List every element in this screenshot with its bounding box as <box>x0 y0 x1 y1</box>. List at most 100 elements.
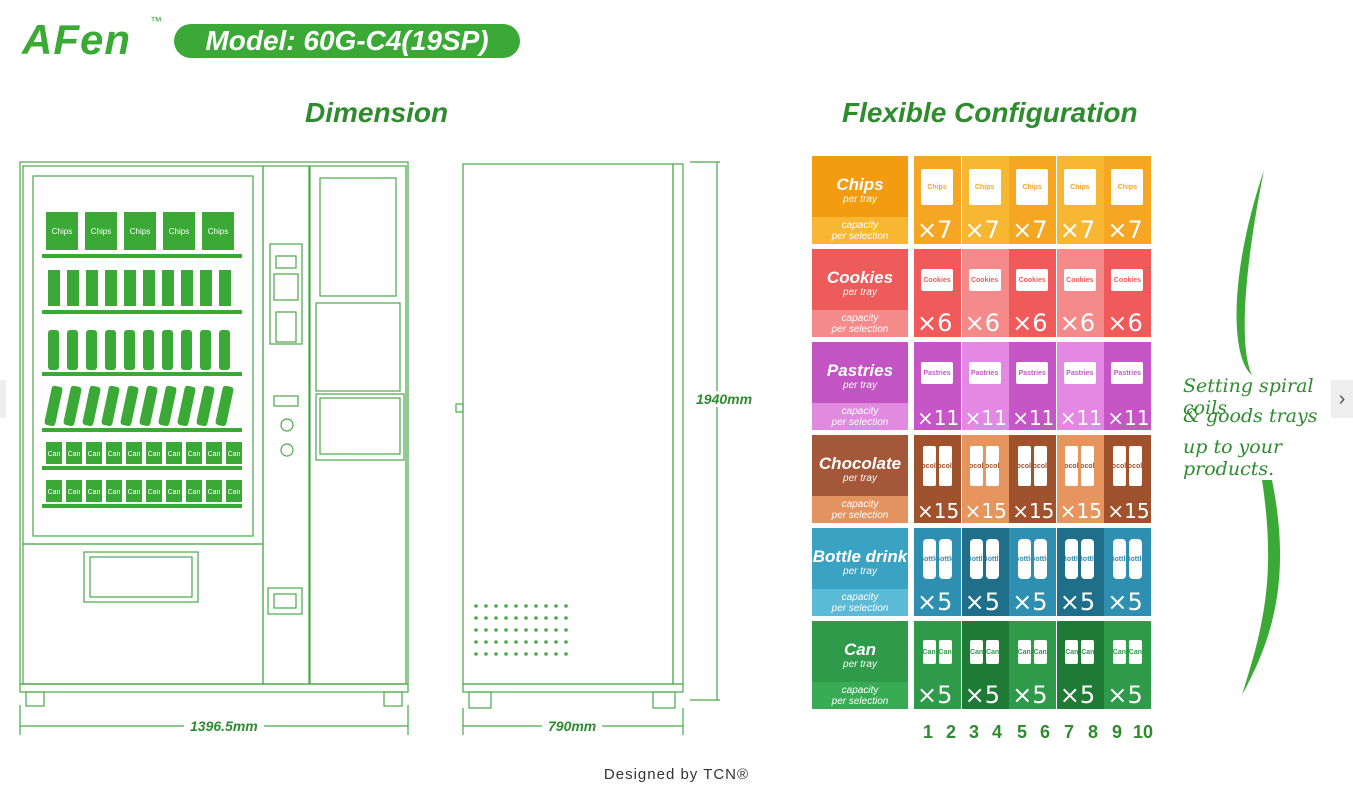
row-per-tray: per tray <box>843 566 877 577</box>
column-number: 4 <box>991 722 1002 742</box>
config-cell: Chips×7 <box>1009 156 1057 244</box>
config-cell: Pastries×11 <box>1056 342 1104 430</box>
product-glyph: Bottle <box>938 539 952 579</box>
capacity-multiplier: ×11 <box>1107 406 1150 430</box>
product-glyph: Cookies <box>921 269 953 291</box>
drawing-can-label: Can <box>228 451 241 458</box>
configuration-title: Flexible Configuration <box>842 97 1138 128</box>
capacity-line1: capacity <box>841 591 879 603</box>
product-glyph: Chocolate <box>1017 446 1031 486</box>
product-glyph: Cookies <box>968 269 1001 291</box>
drawing-can-label: Can <box>108 489 121 496</box>
drawing-can-label: Can <box>128 489 141 496</box>
product-glyph: Chocolate <box>1065 446 1079 486</box>
column-number: 8 <box>1087 722 1098 742</box>
config-cell: BottleBottle×5 <box>961 528 1009 616</box>
capacity-line2: per selection <box>831 695 889 707</box>
product-glyph: Bottle <box>986 539 1000 579</box>
product-icon: Chips <box>1110 166 1144 208</box>
capacity-line2: per selection <box>831 509 889 521</box>
product-glyph: Chocolate <box>970 446 984 486</box>
capacity-multiplier: ×15 <box>1012 499 1055 523</box>
product-icon: Chips <box>1015 166 1049 208</box>
capacity-multiplier: ×11 <box>1059 406 1103 430</box>
product-glyph: Can <box>1081 640 1095 664</box>
capacity-line1: capacity <box>841 498 879 510</box>
column-number: 10 <box>1132 722 1154 742</box>
product-icon: ChocolateChocolate <box>1110 445 1144 487</box>
config-cell: Chips×7 <box>914 156 961 244</box>
product-icon: Cookies <box>1063 259 1097 301</box>
config-cell: Chips×7 <box>961 156 1009 244</box>
capacity-multiplier: ×6 <box>1012 309 1048 337</box>
capacity-multiplier: ×7 <box>964 216 1000 244</box>
row-per-tray: per tray <box>843 380 877 391</box>
row-per-tray: per tray <box>843 659 877 670</box>
product-glyph: Bottle <box>1081 539 1095 579</box>
product-icon: ChocolateChocolate <box>968 445 1002 487</box>
drawing-can-label: Can <box>48 451 61 458</box>
product-glyph: Can <box>970 640 984 664</box>
capacity-multiplier: ×5 <box>964 681 1000 709</box>
capacity-multiplier: ×5 <box>917 681 953 709</box>
capacity-line2: per selection <box>831 323 889 335</box>
capacity-multiplier: ×6 <box>1059 309 1096 337</box>
column-number: 1 <box>922 722 933 742</box>
capacity-multiplier: ×11 <box>964 406 1007 430</box>
config-cell: Cookies ×6 <box>1056 249 1104 337</box>
config-cell: ChocolateChocolate×15 <box>1104 435 1152 523</box>
capacity-multiplier: ×7 <box>1059 216 1096 244</box>
config-cell: Cookies×6 <box>1104 249 1152 337</box>
capacity-multiplier: ×11 <box>917 406 960 430</box>
product-icon: Cookies <box>968 259 1002 301</box>
product-glyph: Chips <box>1063 169 1096 205</box>
capacity-line2: per selection <box>831 416 889 428</box>
capacity-multiplier: ×5 <box>1012 588 1048 616</box>
product-glyph: Chocolate <box>1112 446 1126 486</box>
row-product-name: Pastries <box>826 361 894 380</box>
product-icon: ChocolateChocolate <box>1015 445 1049 487</box>
product-glyph: Can <box>1017 640 1031 664</box>
capacity-multiplier: ×6 <box>917 309 953 337</box>
product-glyph: Pastries <box>921 362 953 384</box>
side-note-line3: up to your products. <box>1183 436 1283 480</box>
next-arrow-icon[interactable]: › <box>1331 380 1353 418</box>
product-glyph: Pastries <box>1016 362 1049 384</box>
row-per-tray: per tray <box>843 473 877 484</box>
capacity-multiplier: ×7 <box>1107 216 1143 244</box>
afen-logo: AFen <box>22 16 131 63</box>
product-glyph: Can <box>1033 640 1047 664</box>
row-product-name: Chips <box>836 175 884 194</box>
footer-credit: Designed by TCN® <box>603 766 750 783</box>
drawing-can-label: Can <box>128 451 141 458</box>
config-cell: ChocolateChocolate×15 <box>914 435 961 523</box>
capacity-line2: per selection <box>831 230 889 242</box>
previous-arrow[interactable] <box>0 380 6 418</box>
vending-machine-drawing: Chips Chips Chips Chips Chips Can <box>19 161 720 735</box>
drawing-chips-label: Chips <box>52 227 72 236</box>
config-cell: Pastries×11 <box>1009 342 1057 430</box>
capacity-line2: per selection <box>831 602 889 614</box>
config-cell: Cookies×6 <box>961 249 1009 337</box>
product-glyph: Bottle <box>1065 539 1079 579</box>
product-glyph: Can <box>1112 640 1126 664</box>
product-glyph: Chocolate <box>1081 446 1095 486</box>
product-icon: BottleBottle <box>1110 538 1144 580</box>
config-cell: Cookies×6 <box>1009 249 1057 337</box>
drawing-can-label: Can <box>208 451 221 458</box>
drawing-can-label: Can <box>148 451 161 458</box>
product-glyph: Can <box>922 640 936 664</box>
product-icon: BottleBottle <box>1015 538 1049 580</box>
